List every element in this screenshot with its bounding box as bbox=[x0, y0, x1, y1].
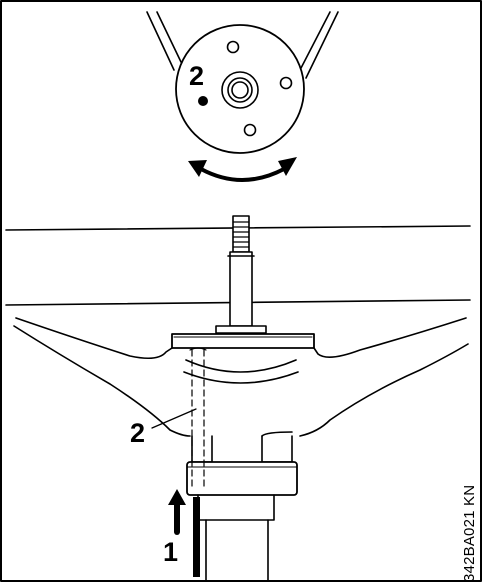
lower-assembly-view bbox=[5, 215, 471, 582]
pulley-hole-bottom bbox=[243, 123, 257, 137]
pulley-hub-mid bbox=[227, 77, 253, 103]
housing-body bbox=[197, 494, 275, 521]
shaft bbox=[229, 251, 253, 327]
pulley-hole-top bbox=[226, 40, 240, 54]
stud-threads bbox=[232, 221, 250, 248]
reference-code: 342BA021 KN bbox=[461, 484, 478, 582]
bowl-recess bbox=[185, 359, 297, 373]
top-detail-view bbox=[146, 11, 339, 182]
belt-left-outer bbox=[146, 11, 175, 71]
bowl-recess-lower bbox=[183, 371, 299, 384]
callout-top-view: 2 bbox=[189, 61, 205, 91]
belt-right-inner bbox=[299, 11, 331, 71]
housing-collar bbox=[186, 461, 298, 496]
belt-right-outer bbox=[305, 11, 339, 79]
tub-inner-right bbox=[299, 343, 469, 437]
tub-profile-left bbox=[15, 317, 173, 360]
callout-push-arrow: 1 bbox=[163, 537, 179, 567]
housing-neck-right bbox=[261, 435, 293, 463]
housing-neck-left bbox=[191, 435, 213, 463]
pulley-hole-right bbox=[279, 76, 293, 90]
belt-left-inner bbox=[156, 11, 182, 63]
callout-leader bbox=[151, 408, 197, 429]
callout-lower-hole: 2 bbox=[130, 418, 146, 448]
housing-neck-top bbox=[261, 431, 293, 437]
flange-step bbox=[215, 325, 267, 334]
marker-dot bbox=[198, 96, 208, 106]
push-rod bbox=[193, 497, 200, 577]
tub-inner-left bbox=[13, 325, 191, 437]
push-arrowhead bbox=[168, 489, 186, 505]
hidden-hole-rim bbox=[189, 347, 207, 351]
tub-profile-right bbox=[313, 317, 467, 358]
rotation-arrowhead-left bbox=[188, 160, 207, 177]
housing-body-base bbox=[205, 519, 269, 582]
rotation-arrow bbox=[199, 167, 286, 182]
flange-plate bbox=[171, 333, 315, 349]
pulley-hub-inner bbox=[231, 81, 249, 99]
rotation-arrowhead-right bbox=[278, 157, 297, 176]
